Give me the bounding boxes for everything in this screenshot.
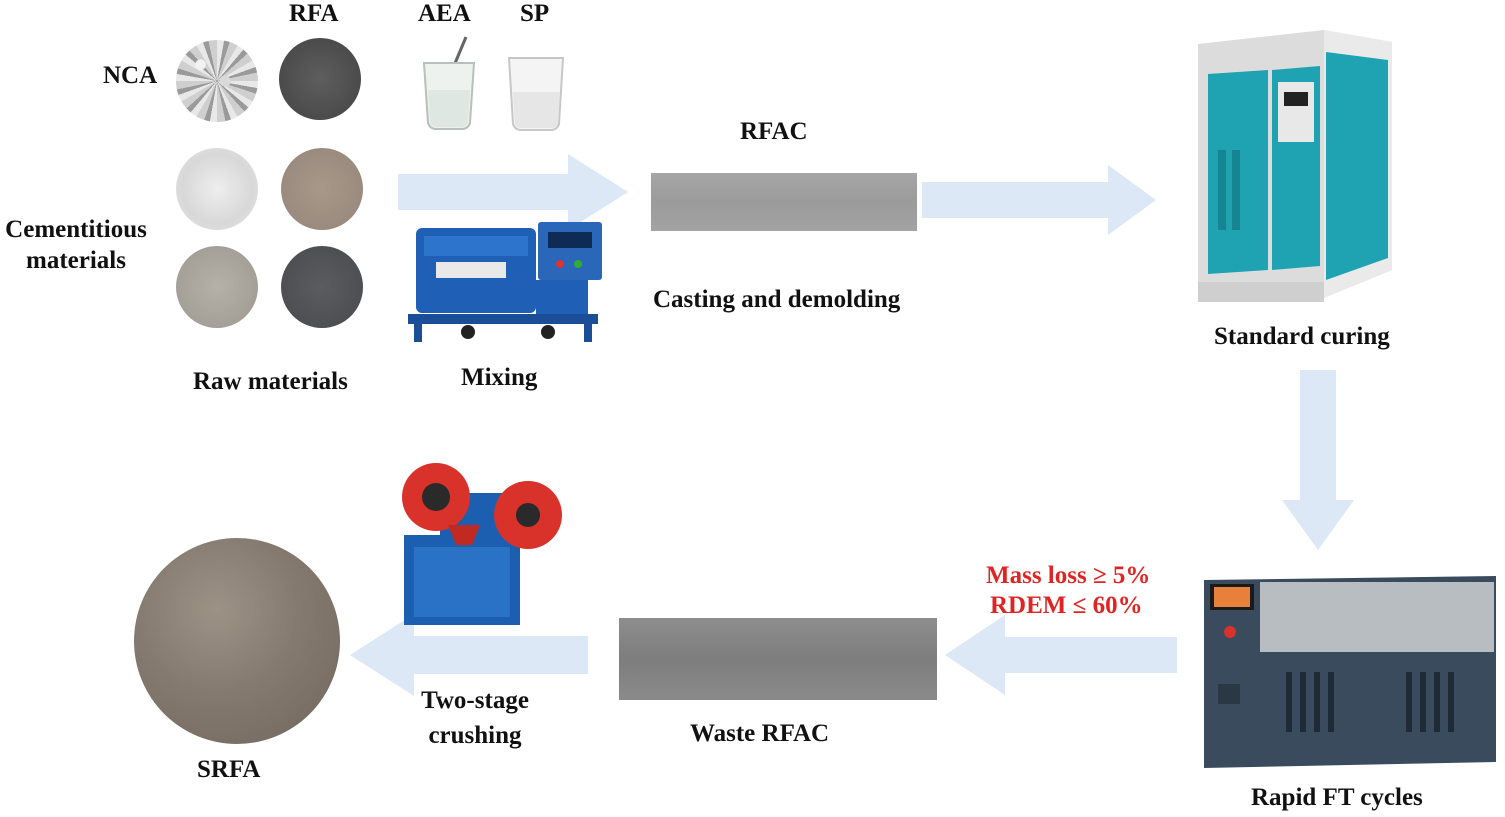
arrow-to-casting [398,154,628,230]
standard-curing-label: Standard curing [1214,323,1390,350]
sp-label: SP [520,0,550,27]
waste-rfac-specimen-image [619,618,937,700]
casting-demolding-label: Casting and demolding [653,286,901,313]
srfa-sample-image [134,538,340,744]
rfa-sample-image [279,38,361,120]
arrow-to-curing [922,165,1156,235]
curing-cabinet-image [1198,30,1392,302]
cementitious-sample-3-image [176,246,258,328]
two-stage-crushing-label: Two-stage crushing [410,683,540,753]
ft-machine-image [1204,576,1496,768]
nca-label: NCA [103,62,158,89]
nca-sample-image [176,40,258,122]
cementitious-sample-2-image [281,148,363,230]
aea-label: AEA [418,0,471,27]
rfa-label: RFA [289,0,339,27]
cementitious-label-line2: materials [26,247,126,274]
waste-rfac-label: Waste RFAC [690,720,830,747]
crusher-image [402,463,562,625]
arrow-to-waste [945,615,1177,695]
aea-beaker-image [422,36,476,130]
sp-beaker-image [507,57,565,131]
two-stage-label-line2: crushing [428,722,522,749]
mixer-image [408,222,602,342]
rfac-specimen-image [651,173,917,231]
srfa-label: SRFA [197,756,261,783]
rfac-label: RFAC [740,118,808,145]
mass-loss-criterion: Mass loss ≥ 5% [986,562,1151,589]
mixing-label: Mixing [461,364,538,391]
rdem-criterion: RDEM ≤ 60% [990,592,1143,619]
arrow-to-srfa [350,614,588,696]
cementitious-label-line1: Cementitious [5,216,147,243]
two-stage-label-line1: Two-stage [421,687,529,714]
cementitious-sample-4-image [281,246,363,328]
rapid-ft-label: Rapid FT cycles [1251,784,1423,811]
cementitious-sample-1-image [176,148,258,230]
arrow-to-ft [1282,370,1354,550]
cementitious-label: Cementitious materials [0,214,152,276]
raw-materials-label: Raw materials [193,368,348,395]
